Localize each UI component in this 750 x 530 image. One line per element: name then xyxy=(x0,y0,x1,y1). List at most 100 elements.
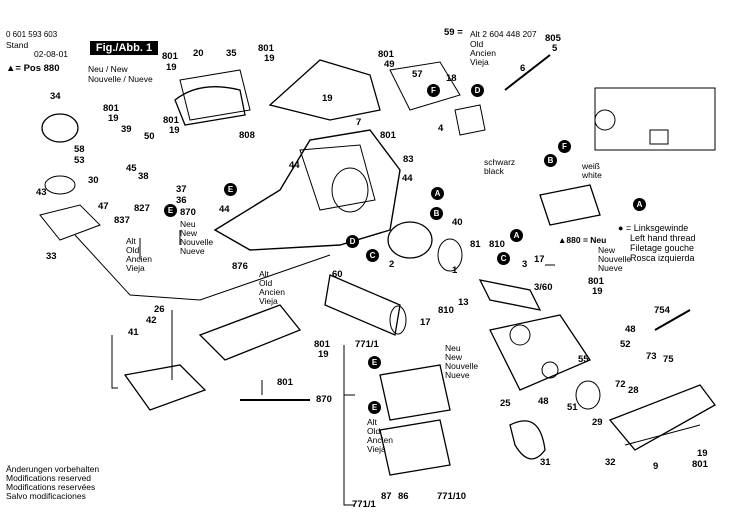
label-837-alt: Alt xyxy=(126,236,136,246)
label-837-old: Old xyxy=(126,245,140,255)
legend-880-fr: Nouvelle xyxy=(598,254,632,264)
part-19-c: 19 xyxy=(108,113,119,124)
part-17-a: 17 xyxy=(534,254,545,265)
footer-line-2: Modifications reserved xyxy=(6,473,92,483)
part-44-c: 44 xyxy=(402,173,413,184)
part-87: 87 xyxy=(381,491,392,502)
legend-thread-marker: ● = Linksgewinde xyxy=(618,223,689,233)
part-808: 808 xyxy=(239,130,255,141)
footer-line-4: Salvo modificaciones xyxy=(6,491,86,501)
part-870-b: 870 xyxy=(316,394,332,405)
part-810-b: 810 xyxy=(438,305,454,316)
legend-880-new: New xyxy=(598,245,616,255)
part-38: 38 xyxy=(138,171,149,182)
part-30: 30 xyxy=(88,175,99,186)
marker-c-1: C xyxy=(366,249,379,262)
part-31: 31 xyxy=(540,457,551,468)
part-3-60: 3/60 xyxy=(534,282,553,293)
marker-a-1: A xyxy=(633,198,646,211)
part-754: 754 xyxy=(654,305,670,316)
part-81: 81 xyxy=(470,239,481,250)
figure-label: Fig./Abb. 1 xyxy=(90,41,158,55)
pos-label: ▲= Pos 880 xyxy=(6,63,60,74)
part-1: 1 xyxy=(452,265,458,276)
part-73: 73 xyxy=(646,351,657,362)
marker-d-2: D xyxy=(346,235,359,248)
part-40: 40 xyxy=(452,217,463,228)
part-3: 3 xyxy=(522,259,528,270)
part-58: 58 xyxy=(74,144,85,155)
part-60: 60 xyxy=(332,269,343,280)
part-53: 53 xyxy=(74,155,85,166)
part-59-vieja: Vieja xyxy=(470,57,489,67)
part-86: 86 xyxy=(398,491,409,502)
part-42: 42 xyxy=(146,315,157,326)
part-2: 2 xyxy=(389,259,395,270)
part-6: 6 xyxy=(520,63,526,74)
motor-old-old: Old xyxy=(367,426,381,436)
part-50: 50 xyxy=(144,131,155,142)
part-7: 7 xyxy=(356,117,362,128)
motor-old-vieja: Vieja xyxy=(367,444,386,454)
pos-new-old-1: Neu / New xyxy=(88,64,128,74)
motor-new-nouvelle: Nouvelle xyxy=(445,361,479,371)
marker-e-2: E xyxy=(164,204,177,217)
marker-a-2: A xyxy=(431,187,444,200)
part-83: 83 xyxy=(403,154,414,165)
part-37: 37 xyxy=(176,184,187,195)
part-19-d: 19 xyxy=(169,125,180,136)
motor-new-nueve: Nueve xyxy=(445,370,470,380)
part-18: 18 xyxy=(446,73,457,84)
part-827: 827 xyxy=(134,203,150,214)
wire-black-en: black xyxy=(484,166,504,176)
part-59-ancien: Ancien xyxy=(470,48,496,58)
part-17-b: 17 xyxy=(420,317,431,328)
motor-old-alt: Alt xyxy=(367,417,377,427)
legend-thread-fr: Filetage gouche xyxy=(630,243,695,253)
part-801-b: 801 xyxy=(258,43,274,54)
part-48-b: 48 xyxy=(538,396,549,407)
part-13: 13 xyxy=(458,297,469,308)
label-870-new: New xyxy=(180,228,198,238)
label-876-ancien: Ancien xyxy=(259,287,285,297)
part-33: 33 xyxy=(46,251,57,262)
legend-880-marker: ▲880 = Neu xyxy=(558,235,607,245)
motor-new-new: New xyxy=(445,352,463,362)
label-876-alt: Alt xyxy=(259,269,269,279)
footer-line-3: Modifications reservées xyxy=(6,482,96,492)
stand-label: Stand xyxy=(6,40,29,50)
part-44-a: 44 xyxy=(289,160,300,171)
marker-c-2: C xyxy=(497,252,510,265)
label-870-nueve: Nueve xyxy=(180,246,205,256)
part-801-i: 801 xyxy=(692,459,708,470)
part-4: 4 xyxy=(438,123,444,134)
part-801-c: 801 xyxy=(103,103,119,114)
part-72: 72 xyxy=(615,379,626,390)
marker-a-3: A xyxy=(510,229,523,242)
part-29: 29 xyxy=(592,417,603,428)
doc-number: 0 601 593 603 xyxy=(6,30,58,39)
part-51: 51 xyxy=(567,402,578,413)
motor-old-ancien: Ancien xyxy=(367,435,393,445)
part-59-old: Old xyxy=(470,39,484,49)
part-34: 34 xyxy=(50,91,61,102)
part-801-h: 801 xyxy=(588,276,604,287)
part-32: 32 xyxy=(605,457,616,468)
part-810-a: 810 xyxy=(489,239,505,250)
part-47: 47 xyxy=(98,201,109,212)
part-801-f: 801 xyxy=(314,339,330,350)
part-35: 35 xyxy=(226,48,237,59)
part-59-pos: 59 = xyxy=(444,27,463,38)
wire-white-en: white xyxy=(582,170,602,180)
marker-f-2: F xyxy=(558,140,571,153)
label-837-vieja: Vieja xyxy=(126,263,145,273)
part-837: 837 xyxy=(114,215,130,226)
marker-b-2: B xyxy=(430,207,443,220)
part-801-g: 801 xyxy=(277,377,293,388)
part-9: 9 xyxy=(653,461,659,472)
part-25: 25 xyxy=(500,398,511,409)
part-75: 75 xyxy=(663,354,674,365)
part-43: 43 xyxy=(36,187,47,198)
marker-d-1: D xyxy=(471,84,484,97)
marker-e-1: E xyxy=(224,183,237,196)
